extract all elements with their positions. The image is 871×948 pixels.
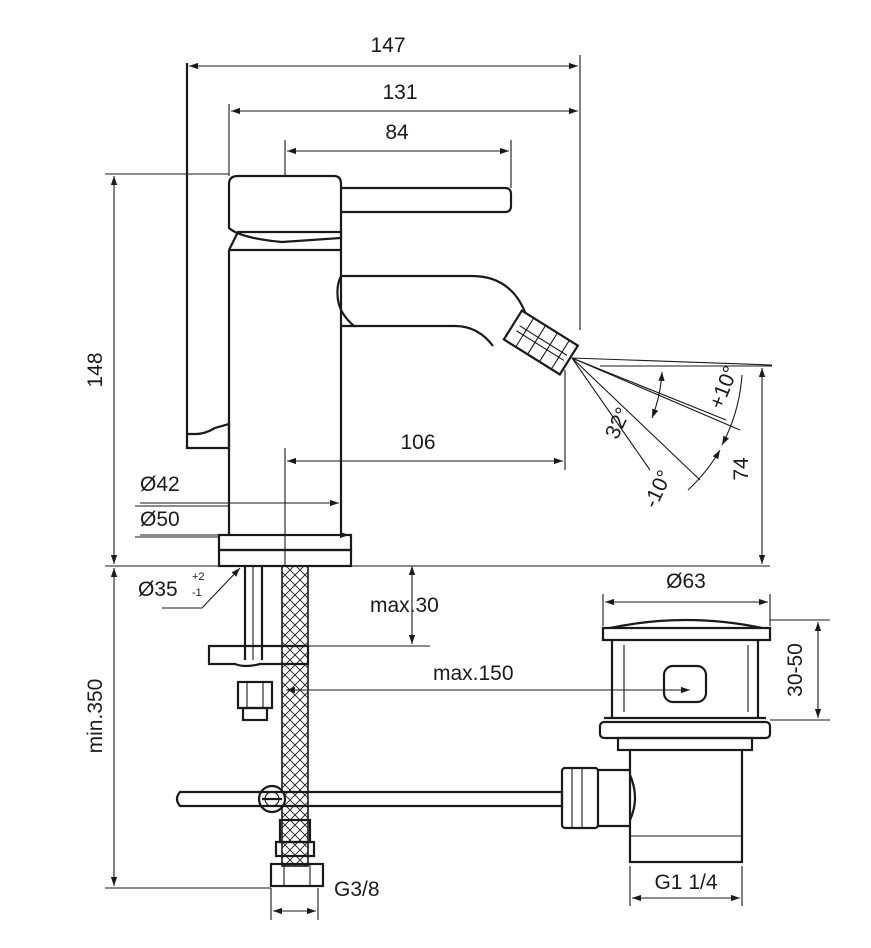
spout	[336, 274, 580, 376]
dim-waste-diameter: Ø63	[666, 570, 706, 593]
mixer-body	[185, 63, 513, 568]
dim-lever-length: 84	[385, 121, 409, 144]
angle-down-label: -10°	[639, 467, 676, 512]
dim-waste-height: 30-50	[784, 643, 807, 697]
dim-connection: G3/8	[334, 878, 380, 901]
dim-height: 148	[84, 352, 107, 387]
dim-body-to-spout: 131	[382, 81, 417, 104]
spray-angle-lines	[571, 357, 773, 491]
dim-hole-tol-plus: +2	[192, 571, 205, 583]
waste-assembly	[560, 618, 772, 864]
fixing-kit	[207, 565, 325, 888]
dimension-lines	[110, 62, 822, 915]
popup-rod	[175, 790, 564, 808]
dim-body-diameter: Ø42	[140, 473, 180, 496]
dim-hole-diameter: Ø35	[138, 578, 178, 601]
dim-spout-height: 74	[730, 457, 753, 481]
dim-deck-thickness: max.30	[370, 594, 439, 617]
dim-min-length: min.350	[84, 679, 107, 754]
dim-base-diameter: Ø50	[140, 508, 180, 531]
extension-lines	[105, 55, 830, 920]
dim-spout-reach: 106	[400, 431, 435, 454]
dim-waste-thread: G1 1/4	[654, 871, 717, 894]
angle-spray-label: 32°	[601, 404, 635, 443]
dim-flex-hose: max.150	[433, 662, 514, 685]
dim-hole-tol-minus: -1	[192, 587, 202, 599]
dim-overall-width: 147	[370, 34, 405, 57]
